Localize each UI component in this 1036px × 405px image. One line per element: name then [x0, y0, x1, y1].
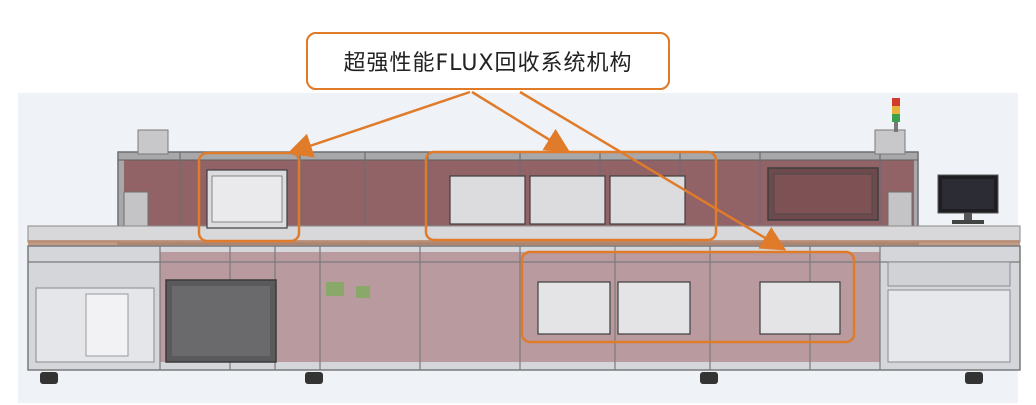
arrow-to-lower [519, 90, 787, 251]
machine-feet [40, 372, 983, 384]
signal-tower-icon [892, 98, 900, 132]
lower-flux-filter-group [537, 281, 841, 335]
highlight-box-upper-center [424, 150, 718, 242]
arrow-to-upper-left [287, 90, 471, 158]
lower-cabinet [27, 245, 1021, 371]
callout-label-text: 超强性能FLUX回收系统机构 [343, 51, 633, 76]
highlight-box-lower [520, 250, 856, 344]
upper-flux-filter-left [206, 169, 288, 229]
monitor-icon [937, 174, 999, 224]
exhaust-stack-icon [874, 129, 906, 155]
arrow-to-upper-center [471, 90, 571, 153]
callout-box: 超强性能FLUX回收系统机构 [306, 32, 670, 90]
highlight-box-upper-left [197, 151, 301, 243]
upper-flux-filter-group [449, 175, 686, 225]
exhaust-stack-icon [137, 129, 169, 155]
